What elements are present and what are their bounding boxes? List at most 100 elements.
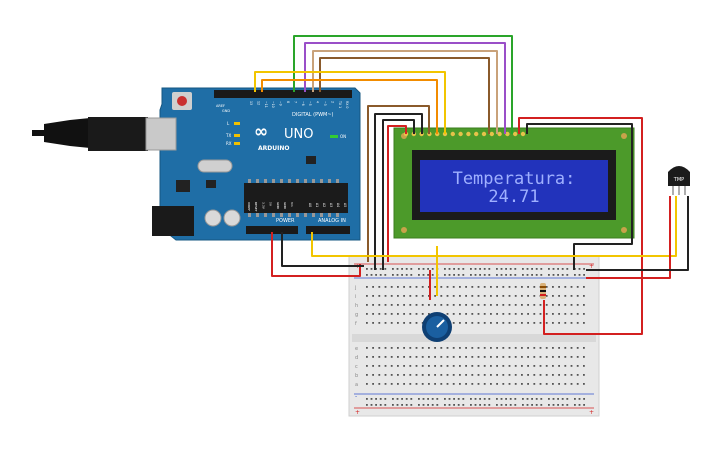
power-pin-label: RESET bbox=[254, 202, 258, 212]
breadboard-hole bbox=[521, 313, 523, 315]
breadboard-hole bbox=[378, 347, 381, 349]
digital-pin-label: TX 1 bbox=[338, 100, 342, 108]
breadboard-hole bbox=[496, 374, 498, 376]
breadboard-hole bbox=[397, 313, 399, 315]
wire-gnd bbox=[281, 232, 364, 267]
breadboard-hole bbox=[427, 274, 429, 276]
breadboard-hole bbox=[505, 274, 507, 276]
breadboard-hole bbox=[409, 347, 412, 349]
breadboard-hole bbox=[366, 304, 368, 306]
breadboard-hole bbox=[561, 398, 564, 400]
wire-purple bbox=[304, 42, 506, 134]
breadboard-hole bbox=[508, 365, 511, 367]
breadboard-hole bbox=[378, 356, 381, 358]
breadboard-hole bbox=[539, 374, 542, 376]
breadboard-hole bbox=[378, 383, 381, 385]
sensor-label: TMP bbox=[673, 177, 684, 183]
breadboard-hole bbox=[545, 295, 548, 297]
breadboard-hole bbox=[552, 322, 554, 324]
row-letter: d bbox=[355, 355, 358, 361]
breadboard-hole bbox=[403, 313, 405, 315]
breadboard-hole bbox=[558, 286, 560, 288]
breadboard-hole bbox=[526, 274, 529, 276]
breadboard-hole bbox=[496, 404, 498, 406]
breadboard-hole bbox=[558, 295, 560, 297]
breadboard-hole bbox=[465, 365, 467, 367]
breadboard-hole bbox=[533, 304, 536, 306]
breadboard-hole bbox=[576, 383, 579, 385]
breadboard-hole bbox=[539, 365, 542, 367]
breadboard-hole bbox=[540, 268, 543, 270]
breadboard-hole bbox=[545, 356, 548, 358]
breadboard-hole bbox=[444, 404, 446, 406]
breadboard-hole bbox=[548, 274, 550, 276]
breadboard-hole bbox=[561, 404, 564, 406]
breadboard-hole bbox=[496, 365, 498, 367]
breadboard-hole bbox=[488, 274, 491, 276]
breadboard-hole bbox=[483, 374, 486, 376]
breadboard-hole bbox=[372, 356, 374, 358]
breadboard-hole bbox=[496, 295, 498, 297]
breadboard-hole bbox=[477, 286, 480, 288]
breadboard-hole bbox=[390, 322, 393, 324]
breadboard-hole bbox=[479, 404, 481, 406]
potentiometer[interactable] bbox=[422, 312, 452, 342]
breadboard-hole bbox=[446, 286, 449, 288]
wire-red-backlight bbox=[518, 117, 643, 335]
rx-label: RX bbox=[226, 141, 232, 146]
breadboard-hole bbox=[502, 286, 505, 288]
breadboard-hole bbox=[436, 398, 439, 400]
lcd-pin bbox=[513, 131, 518, 137]
breadboard-hole bbox=[405, 274, 408, 276]
breadboard-hole bbox=[384, 356, 387, 358]
breadboard-hole bbox=[392, 268, 394, 270]
breadboard-hole bbox=[465, 374, 467, 376]
breadboard-hole bbox=[474, 398, 477, 400]
breadboard-hole bbox=[514, 404, 517, 406]
breadboard-hole bbox=[502, 322, 505, 324]
breadboard-hole bbox=[409, 313, 412, 315]
breadboard-hole bbox=[436, 404, 439, 406]
breadboard-hole bbox=[366, 322, 368, 324]
breadboard-hole bbox=[409, 374, 412, 376]
breadboard-hole bbox=[566, 268, 569, 270]
breadboard-hole bbox=[533, 356, 536, 358]
breadboard-hole bbox=[477, 295, 480, 297]
breadboard-hole bbox=[583, 347, 585, 349]
breadboard-hole bbox=[521, 365, 523, 367]
breadboard-hole bbox=[521, 322, 523, 324]
breadboard-hole bbox=[578, 268, 581, 270]
breadboard-hole bbox=[372, 365, 374, 367]
breadboard-hole bbox=[540, 274, 543, 276]
rail-minus-bottom: - bbox=[355, 393, 357, 400]
breadboard-hole bbox=[505, 404, 507, 406]
breadboard-hole bbox=[379, 398, 382, 400]
breadboard-hole bbox=[540, 398, 543, 400]
digital-pin-label: ~10 bbox=[271, 101, 275, 108]
breadboard-hole bbox=[378, 304, 381, 306]
power-label: POWER bbox=[276, 218, 295, 224]
breadboard-hole bbox=[471, 356, 474, 358]
breadboard-hole bbox=[508, 356, 511, 358]
breadboard-hole bbox=[378, 322, 381, 324]
breadboard-hole bbox=[570, 295, 573, 297]
lcd-pin bbox=[450, 131, 455, 137]
breadboard-hole bbox=[446, 383, 449, 385]
digital-pin-label: ~6 bbox=[301, 101, 305, 106]
breadboard-hole bbox=[471, 365, 474, 367]
wire-orange bbox=[261, 79, 438, 134]
breadboard-hole bbox=[583, 374, 585, 376]
breadboard-hole bbox=[427, 398, 429, 400]
breadboard-hole bbox=[533, 322, 536, 324]
breadboard-hole bbox=[384, 295, 387, 297]
row-letter: j bbox=[354, 285, 356, 291]
breadboard-hole bbox=[583, 268, 585, 270]
aref-label: AREF bbox=[216, 104, 225, 108]
breadboard-hole bbox=[564, 374, 567, 376]
breadboard-hole bbox=[396, 398, 399, 400]
breadboard-hole bbox=[496, 347, 498, 349]
breadboard-hole bbox=[558, 383, 560, 385]
breadboard-hole bbox=[375, 398, 377, 400]
breadboard-hole bbox=[390, 356, 393, 358]
breadboard-hole bbox=[471, 322, 474, 324]
